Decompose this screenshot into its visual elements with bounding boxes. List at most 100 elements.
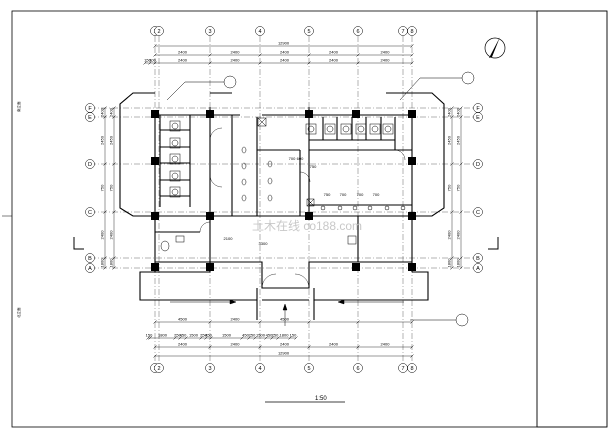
dim-right-value: 1800	[447, 258, 452, 268]
dim-bottom-overall-tick	[410, 354, 414, 358]
dim-bottom-spans-tick	[307, 345, 311, 349]
dim-left-tick	[103, 256, 107, 260]
dim-left-2-tick	[112, 115, 116, 119]
dim-bottom-spans-value: 2400	[329, 342, 339, 347]
dim-left-tick	[103, 115, 107, 119]
dim-bottom-detail-value: 250	[272, 333, 279, 338]
dim-left-value: 2400	[100, 230, 105, 240]
dim-top-spans-value: 2400	[280, 50, 290, 55]
axis-label-top: 3	[208, 29, 211, 35]
dim-top-spans-2-value: 2400	[280, 58, 290, 63]
dim-right-2-value: 2400	[456, 107, 461, 117]
building-walls	[119, 92, 445, 320]
dim-bottom-porch-value: 4500	[178, 317, 188, 322]
dim-top-overall-tick	[153, 44, 157, 48]
axis-bubble-top	[255, 26, 265, 36]
dim-left-2-value: 1800	[109, 258, 114, 268]
dim-left-value: 2400	[100, 107, 105, 117]
dim-bottom-detail-tick	[209, 336, 213, 340]
dim-right-2-value: 750	[456, 184, 461, 191]
dim-top-small-tick	[153, 61, 157, 65]
dim-top-spans-2-tick	[410, 61, 414, 65]
dim-top-spans-2-value: 2400	[381, 58, 391, 63]
dim-top-spans-tick	[356, 53, 360, 57]
dim-right-2-tick	[459, 256, 463, 260]
axis-bubble-bottom	[353, 363, 363, 373]
dim-bottom-detail-tick	[146, 336, 150, 340]
dim-top-small-value: 150	[144, 58, 151, 63]
axis-bubble-right	[473, 253, 483, 263]
interior-dim-value: 750	[310, 164, 317, 169]
dim-bottom-porch-value: 2400	[231, 317, 241, 322]
axis-label-left: F	[88, 106, 92, 112]
axis-label-top: 6	[356, 29, 359, 35]
dim-right-value: 2400	[447, 230, 452, 240]
axis-bubble-right	[473, 207, 483, 217]
dim-top-small-tick	[143, 61, 147, 65]
axis-label-top: 4	[258, 29, 261, 35]
axis-bubble-right	[473, 112, 483, 122]
dim-top-spans-2-value: 2400	[231, 58, 241, 63]
axis-bubble-bottom	[255, 363, 265, 373]
axis-bubble-left	[85, 263, 95, 273]
dim-right-2-tick	[459, 210, 463, 214]
dim-top-spans-2-value: 2400	[329, 58, 339, 63]
dim-bottom-detail-tick	[270, 336, 274, 340]
dim-left-2-value: 2450	[109, 135, 114, 145]
interior-dim-value: 700	[357, 192, 364, 197]
axis-label-bottom: 3	[208, 366, 211, 372]
dim-bottom-detail-value: 250	[174, 333, 181, 338]
dim-bottom-detail-tick	[184, 336, 188, 340]
dim-right-2-value: 2400	[456, 230, 461, 240]
dim-right-value: 750	[447, 184, 452, 191]
dim-bottom-detail-value: 450	[180, 333, 187, 338]
dim-bottom-detail-value: 150	[290, 333, 297, 338]
axis-label-right: E	[476, 115, 480, 121]
dim-top-spans-2-tick	[208, 61, 212, 65]
interior-dim-value: 700	[373, 192, 380, 197]
dim-bottom-detail-value: 1500	[256, 333, 266, 338]
dim-bottom-overall-value: 12900	[278, 351, 290, 356]
dim-bottom-porch-tick	[410, 320, 414, 324]
urinal-fixtures	[160, 117, 406, 252]
dim-bottom-spans-value: 2400	[381, 342, 391, 347]
dim-bottom-spans-tick	[356, 345, 360, 349]
axis-label-left: D	[88, 162, 92, 168]
axis-bubble-left	[85, 112, 95, 122]
dim-left-2-tick	[112, 210, 116, 214]
axis-label-right: C	[476, 210, 480, 216]
axis-label-right: D	[476, 162, 480, 168]
dimension-lines: 12900 2400 2400 2400 2400 2400 2400 2400 2400 240…	[100, 41, 463, 358]
axis-bubble-bottom	[304, 363, 314, 373]
watermark-text: 土木在线 co188.com	[252, 219, 362, 233]
north-arrow-icon	[484, 37, 506, 59]
dim-top-small-value: 300	[149, 58, 156, 63]
interior-dim-value: 700	[289, 156, 296, 161]
dim-left-2-tick	[112, 162, 116, 166]
dim-right-tick	[450, 106, 454, 110]
dim-top-small-tick	[148, 61, 152, 65]
dim-bottom-detail-value: 1800	[158, 333, 168, 338]
axis-label-bottom: 2	[157, 366, 160, 372]
corner-mark-left	[73, 237, 84, 250]
dim-right-2-tick	[459, 162, 463, 166]
dim-left-value: 750	[100, 184, 105, 191]
dim-bottom-detail-value: 450	[266, 333, 273, 338]
axis-bubble-left	[85, 253, 95, 263]
dim-right-value: 2400	[447, 107, 452, 117]
door-swings	[199, 127, 406, 289]
axis-bubble-bottom	[205, 363, 215, 373]
dim-bottom-detail-tick	[253, 336, 257, 340]
axis-bubble-bottom	[407, 363, 417, 373]
dim-bottom-detail-tick	[199, 336, 203, 340]
corner-mark-right	[488, 237, 499, 250]
dim-left-2-tick	[112, 256, 116, 260]
dim-left-2-tick	[112, 266, 116, 270]
dim-top-spans-2-tick	[258, 61, 262, 65]
dim-left-tick	[103, 106, 107, 110]
dim-left-value: 1800	[100, 258, 105, 268]
dim-bottom-detail-tick	[173, 336, 177, 340]
dim-bottom-overall-tick	[153, 354, 157, 358]
dim-top-spans-2-tick	[356, 61, 360, 65]
